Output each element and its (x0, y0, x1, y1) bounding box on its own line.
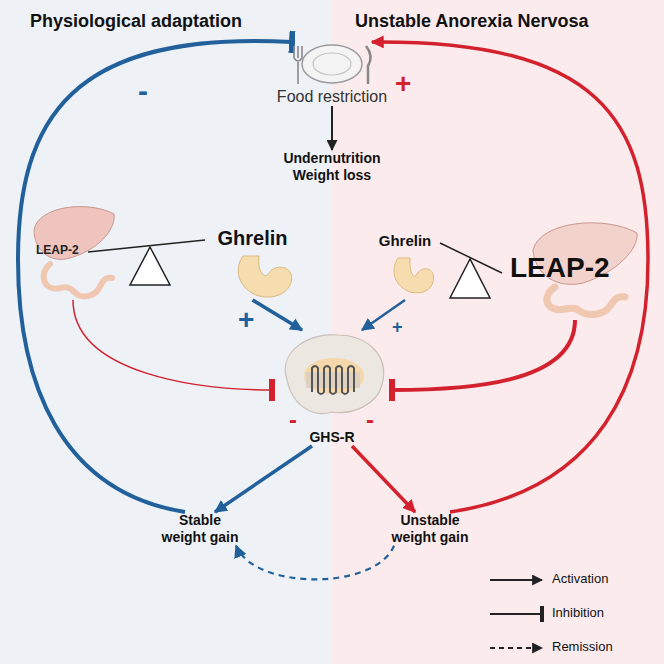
activation-arrow (215, 446, 312, 512)
node-text: LEAP-2 (36, 243, 79, 257)
inhibition-line (392, 320, 575, 390)
liver-node: LEAP-2 (28, 200, 118, 300)
stomach-node: Ghrelin (370, 232, 440, 300)
node-text: Unstable weight gain (386, 512, 474, 546)
legend-text: Remission (552, 640, 613, 653)
state-node: Undernutrition Weight loss (270, 150, 394, 184)
illustration-shape (313, 53, 351, 75)
liver-node: LEAP-2 (505, 215, 640, 320)
legend-text: Inhibition (552, 606, 604, 619)
sign-mark: - (366, 408, 374, 432)
remission-sample (490, 647, 542, 649)
activation-arrow (372, 42, 648, 512)
inhibition-line (73, 300, 272, 390)
illustration-shape (294, 46, 302, 84)
illustration-shape (302, 45, 362, 83)
sign-mark: - (289, 408, 297, 432)
balance-fulcrum (450, 259, 490, 298)
balance-fulcrum (130, 247, 170, 285)
node-text: LEAP-2 (510, 251, 610, 285)
illustration-shape (44, 264, 112, 296)
sign-mark: - (138, 76, 148, 106)
illustration-shape (285, 335, 383, 414)
illustration-shape (304, 358, 364, 394)
illustration-shape (306, 372, 360, 388)
balance-beam (88, 240, 205, 252)
inhibition-line (18, 41, 292, 512)
panel-heading: Physiological adaptation (30, 12, 242, 30)
node-text: Food restriction (277, 87, 387, 106)
illustration-shape (547, 287, 625, 314)
panel-heading: Unstable Anorexia Nervosa (355, 12, 588, 30)
node-text: GHS-R (309, 429, 354, 446)
outcome-node: Stable weight gain (156, 512, 244, 546)
illustration-shape (238, 256, 291, 297)
node-text: Undernutrition Weight loss (270, 150, 394, 184)
illustration-shape (312, 366, 354, 394)
activation-sample (490, 579, 542, 581)
node-text: Ghrelin (379, 232, 432, 250)
activation-arrow (253, 300, 303, 330)
node-text: Ghrelin (217, 226, 287, 250)
activation-arrow (331, 106, 333, 150)
sign-mark: + (395, 70, 411, 98)
legend-text: Activation (552, 572, 608, 585)
stomach-node: Ghrelin (205, 226, 300, 300)
node-text: Stable weight gain (156, 512, 244, 546)
illustration-shape (34, 207, 114, 260)
food-node: Food restriction (262, 42, 402, 106)
sign-mark: + (392, 318, 403, 336)
outcome-node: Unstable weight gain (386, 512, 474, 546)
sign-mark: + (238, 306, 254, 334)
illustration-shape (366, 46, 371, 84)
activation-arrow (352, 446, 415, 512)
remission-arrow (236, 546, 394, 580)
illustration-shape (394, 258, 434, 293)
inhibition-sample (490, 613, 542, 615)
